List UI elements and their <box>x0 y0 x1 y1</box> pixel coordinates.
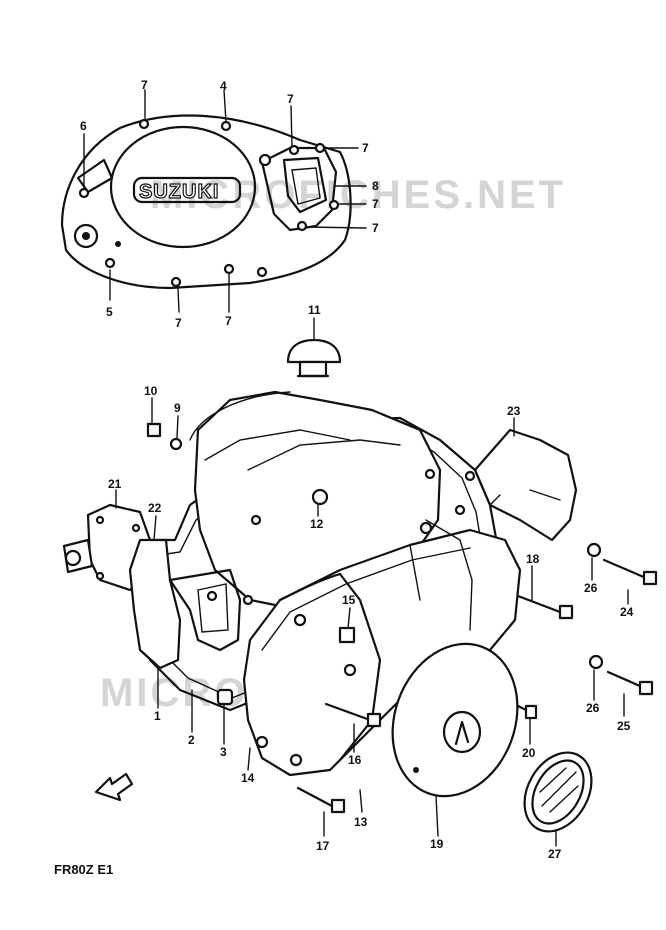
callout-10: 10 <box>144 384 158 398</box>
part-11-oil-cap <box>286 338 342 378</box>
callout-27: 27 <box>548 847 562 861</box>
callout-26: 26 <box>586 701 600 715</box>
part-19-cap <box>391 642 519 798</box>
callout-5: 5 <box>106 305 113 319</box>
leader-lines-top <box>83 89 367 343</box>
leader-lines-bottom <box>115 397 629 847</box>
callout-24: 24 <box>620 605 634 619</box>
part-26-washer-b <box>588 654 604 670</box>
callout-13: 13 <box>354 815 368 829</box>
callout-6: 6 <box>80 119 87 133</box>
callout-12: 12 <box>310 517 324 531</box>
direction-arrow-icon <box>94 772 134 802</box>
callout-14: 14 <box>241 771 255 785</box>
part-15-plug <box>338 626 356 644</box>
clutch-cover-assembly: SUZUKI <box>60 114 352 290</box>
part-1-plate <box>128 538 242 670</box>
callout-4: 4 <box>220 79 227 93</box>
part-24-bolt <box>602 558 658 586</box>
callout-7: 7 <box>372 221 379 235</box>
callout-26: 26 <box>584 581 598 595</box>
callout-7: 7 <box>175 316 182 330</box>
callout-7: 7 <box>141 78 148 92</box>
suzuki-logo-text: SUZUKI <box>139 181 219 203</box>
watermark-top: MICROFICHES.NET <box>150 173 566 217</box>
callout-7: 7 <box>287 92 294 106</box>
part-26-washer-a <box>586 542 602 558</box>
callout-2: 2 <box>188 733 195 747</box>
callout-23: 23 <box>507 404 521 418</box>
part-20-screw <box>516 704 538 720</box>
callout-20: 20 <box>522 746 536 760</box>
callout-9: 9 <box>174 401 181 415</box>
callout-15: 15 <box>342 593 356 607</box>
callout-labels: 7 4 7 6 7 8 7 7 5 7 7 11 10 9 23 21 22 1… <box>80 78 634 861</box>
callout-1: 1 <box>154 709 161 723</box>
part-27-emblem <box>523 751 593 833</box>
callout-11: 11 <box>308 303 321 317</box>
part-23-cover <box>473 428 578 542</box>
callout-25: 25 <box>617 719 631 733</box>
callout-19: 19 <box>430 837 444 851</box>
part-25-bolt <box>606 670 654 696</box>
part-10-bolt <box>146 422 162 438</box>
callout-7: 7 <box>362 141 369 155</box>
callout-3: 3 <box>220 745 227 759</box>
diagram-code: FR80Z E1 <box>54 862 113 877</box>
callout-21: 21 <box>108 477 122 491</box>
callout-7: 7 <box>225 314 232 328</box>
callout-22: 22 <box>148 501 162 515</box>
callout-7: 7 <box>372 197 379 211</box>
part-18-bolt <box>516 594 574 620</box>
callout-18: 18 <box>526 552 540 566</box>
callout-16: 16 <box>348 753 362 767</box>
callout-17: 17 <box>316 839 330 853</box>
part-16-bolt <box>324 702 382 728</box>
part-9-washer <box>169 437 183 451</box>
part-3-dowel <box>216 688 234 706</box>
part-17-bolt <box>296 786 346 814</box>
callout-8: 8 <box>372 179 379 193</box>
